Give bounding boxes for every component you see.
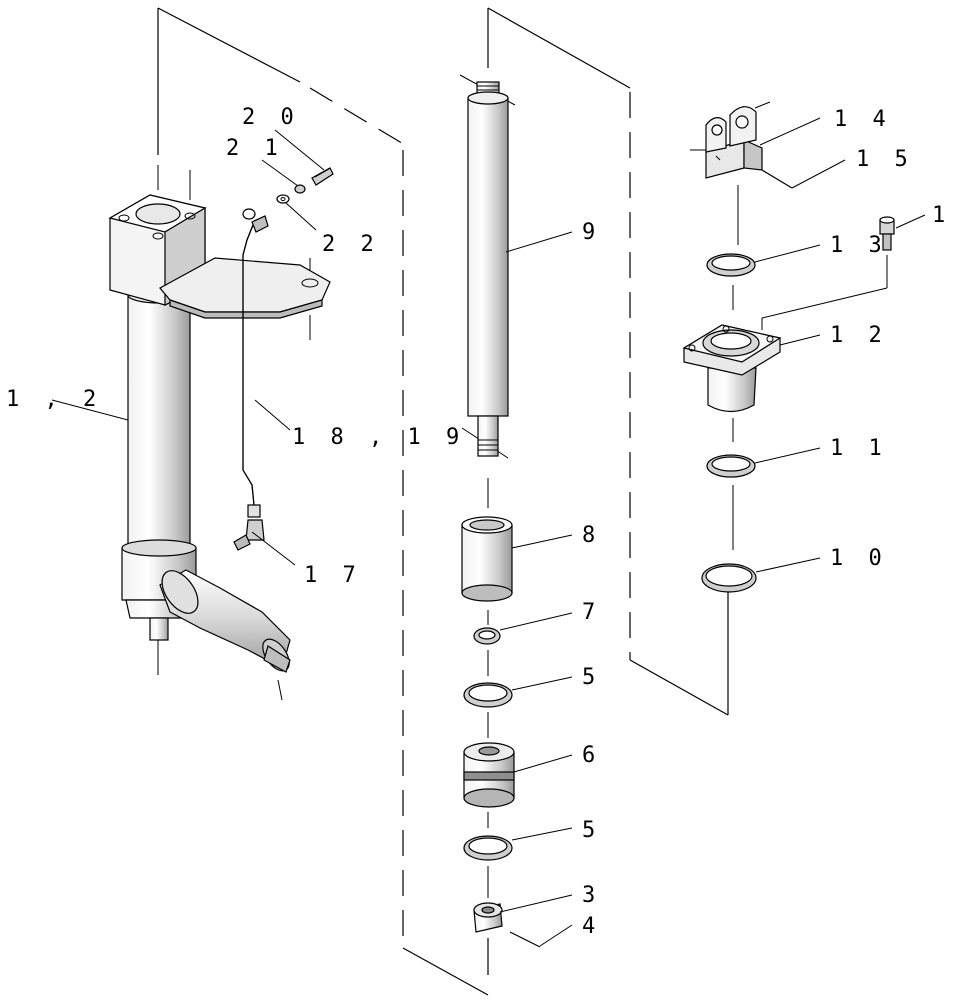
leader-lines xyxy=(51,117,926,947)
wiper-ring-part-13 xyxy=(706,253,756,310)
o-ring-part-7 xyxy=(473,627,501,676)
pin-part-4 xyxy=(487,931,541,975)
callout-20: 2 0 xyxy=(242,105,300,130)
washer-part-22 xyxy=(276,194,290,204)
callout-14: 1 4 xyxy=(834,107,892,132)
callout-17: 1 7 xyxy=(304,563,362,588)
bushing-part-8 xyxy=(461,478,513,625)
callout-3: 3 xyxy=(582,883,601,908)
callout-5-lower: 5 xyxy=(582,818,601,843)
callout-11: 1 1 xyxy=(830,436,888,461)
clevis-part-14 xyxy=(690,101,771,179)
grease-fitting-part-17 xyxy=(233,504,265,551)
callout-10: 1 0 xyxy=(830,546,888,571)
callout-9: 9 xyxy=(582,220,601,245)
seal-ring-part-11 xyxy=(706,454,756,550)
callout-22: 2 2 xyxy=(322,232,380,257)
callout-12: 1 2 xyxy=(830,323,888,348)
callout-15: 1 5 xyxy=(856,147,914,172)
callout-21: 2 1 xyxy=(226,136,284,161)
assembly-frame-lines xyxy=(157,7,729,996)
seal-part-5-lower xyxy=(463,835,513,898)
cap-screw-part-16 xyxy=(761,216,895,330)
grease-line-part-18-19 xyxy=(242,208,269,506)
piston-rod-part-9 xyxy=(459,74,516,459)
callout-13: 1 3 xyxy=(830,233,888,258)
piston-part-6 xyxy=(463,742,515,828)
washer-part-21 xyxy=(294,184,306,194)
pin-part-15 xyxy=(737,169,793,245)
callout-8: 8 xyxy=(582,523,601,548)
callout-16: 1 6 xyxy=(932,203,968,228)
nut-part-3 xyxy=(473,902,503,933)
callout-4: 4 xyxy=(582,914,601,939)
callout-18-19: 1 8 , 1 9 xyxy=(292,425,465,450)
callout-labels: 1 , 2 2 0 2 1 2 2 1 8 , 1 9 1 7 9 8 7 5 … xyxy=(6,105,968,939)
screw-part-20 xyxy=(311,167,334,186)
callout-5-upper: 5 xyxy=(582,665,601,690)
seal-part-5-upper xyxy=(463,682,513,738)
steering-knuckle-part-1-2 xyxy=(108,165,331,701)
gland-part-12 xyxy=(682,324,782,442)
callout-6: 6 xyxy=(582,743,601,768)
o-ring-part-10 xyxy=(701,563,757,593)
callout-7: 7 xyxy=(582,600,601,625)
callout-1-2: 1 , 2 xyxy=(6,387,102,412)
